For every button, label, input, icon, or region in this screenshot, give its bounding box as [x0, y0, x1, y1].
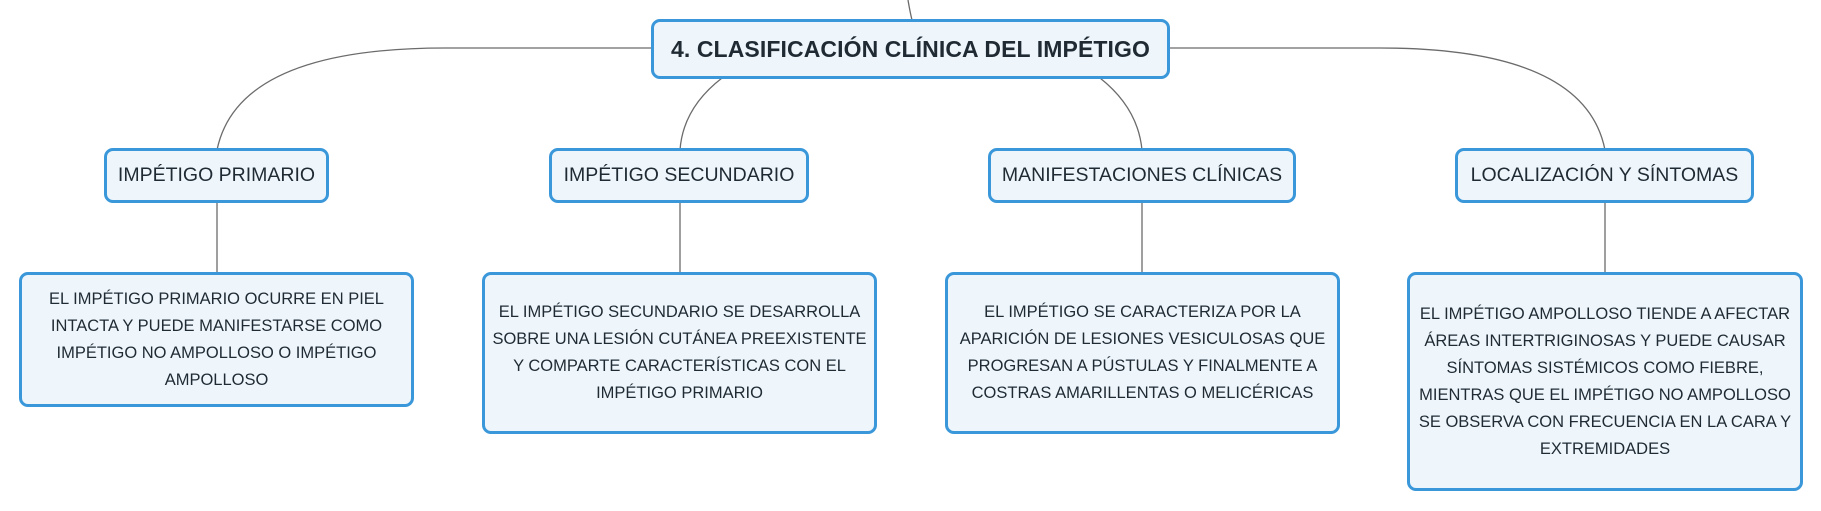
root-topic[interactable]: 4. CLASIFICACIÓN CLÍNICA DEL IMPÉTIGO	[651, 19, 1170, 79]
description-text: EL IMPÉTIGO AMPOLLOSO TIENDE A AFECTAR Á…	[1418, 304, 1792, 458]
description-text: EL IMPÉTIGO PRIMARIO OCURRE EN PIEL INTA…	[49, 289, 384, 389]
connector-root-primario	[216, 47, 653, 151]
topic-localizacion-sintomas[interactable]: LOCALIZACIÓN Y SÍNTOMAS	[1455, 148, 1754, 203]
description-text: EL IMPÉTIGO SE CARACTERIZA POR LA APARIC…	[959, 303, 1326, 402]
connector-root-manifestaciones	[1099, 77, 1143, 151]
topic-label: LOCALIZACIÓN Y SÍNTOMAS	[1470, 164, 1739, 186]
description-manifestaciones-clinicas[interactable]: EL IMPÉTIGO SE CARACTERIZA POR LA APARIC…	[945, 272, 1340, 434]
topic-impetigo-primario[interactable]: IMPÉTIGO PRIMARIO	[104, 148, 329, 203]
description-localizacion-sintomas[interactable]: EL IMPÉTIGO AMPOLLOSO TIENDE A AFECTAR Á…	[1407, 272, 1803, 491]
description-impetigo-primario[interactable]: EL IMPÉTIGO PRIMARIO OCURRE EN PIEL INTA…	[19, 272, 414, 407]
topic-manifestaciones-clinicas[interactable]: MANIFESTACIONES CLÍNICAS	[988, 148, 1296, 203]
connector-root-secundario	[679, 77, 723, 151]
root-topic-label: 4. CLASIFICACIÓN CLÍNICA DEL IMPÉTIGO	[670, 35, 1151, 62]
description-text: EL IMPÉTIGO SECUNDARIO SE DESARROLLA SOB…	[492, 303, 867, 402]
connector-root-localizacion	[1168, 47, 1606, 151]
topic-label: IMPÉTIGO PRIMARIO	[117, 164, 316, 186]
description-impetigo-secundario[interactable]: EL IMPÉTIGO SECUNDARIO SE DESARROLLA SOB…	[482, 272, 877, 434]
topic-impetigo-secundario[interactable]: IMPÉTIGO SECUNDARIO	[549, 148, 809, 203]
topic-label: MANIFESTACIONES CLÍNICAS	[1001, 164, 1283, 186]
connector-parent	[907, 0, 913, 21]
topic-label: IMPÉTIGO SECUNDARIO	[563, 164, 795, 186]
